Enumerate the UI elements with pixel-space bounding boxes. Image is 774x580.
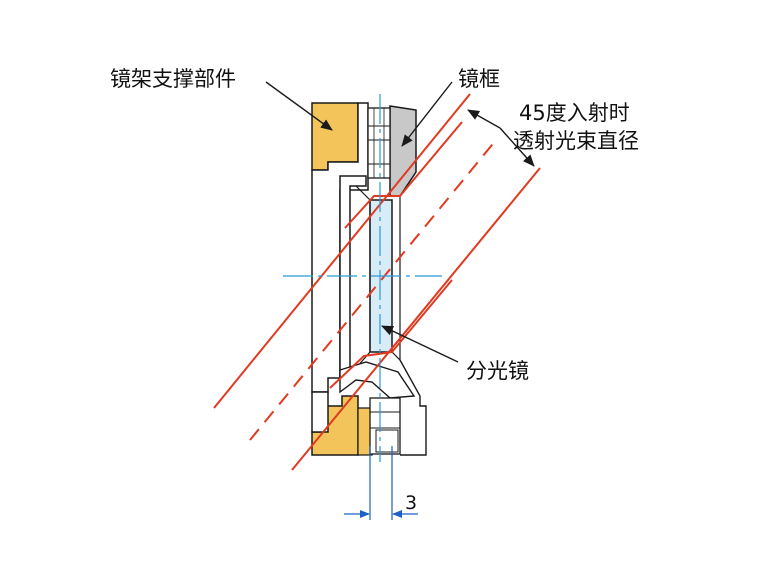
label-beam-diameter-line2: 透射光束直径 bbox=[513, 129, 639, 153]
label-mirror-frame: 镜框 bbox=[458, 67, 500, 91]
label-beam-diameter-line1: 45度入射时 bbox=[519, 101, 630, 125]
beam-diameter-arrow-b bbox=[499, 127, 535, 167]
mirror-frame-body bbox=[339, 175, 367, 379]
frame-inner-wall bbox=[355, 185, 371, 369]
frame-lower-right bbox=[399, 359, 427, 456]
mount-lower-base bbox=[311, 391, 329, 433]
beam-refracted-upper bbox=[344, 121, 463, 229]
beam-refracted-lower bbox=[329, 279, 453, 389]
mount-support-upper-block bbox=[311, 102, 359, 171]
mirror-frame-upper bbox=[389, 105, 417, 197]
bottom-screw bbox=[369, 397, 401, 455]
beam-diameter-arrow-a bbox=[467, 109, 501, 129]
leader-mount-support bbox=[265, 81, 333, 131]
label-dimension: 3 bbox=[405, 492, 418, 514]
beam-centerline-dashed bbox=[249, 139, 497, 441]
leader-beamsplitter bbox=[381, 325, 459, 363]
beam-edge-outer-right bbox=[291, 167, 541, 471]
lower-retainer-yellow bbox=[357, 407, 373, 456]
frame-right-wall bbox=[391, 195, 401, 362]
leader-mirror-frame bbox=[401, 81, 453, 147]
label-beamsplitter: 分光镜 bbox=[466, 359, 529, 383]
beam-edge-outer-left bbox=[213, 93, 471, 409]
label-mount-support: 镜架支撑部件 bbox=[110, 67, 236, 91]
top-screw bbox=[367, 107, 391, 179]
